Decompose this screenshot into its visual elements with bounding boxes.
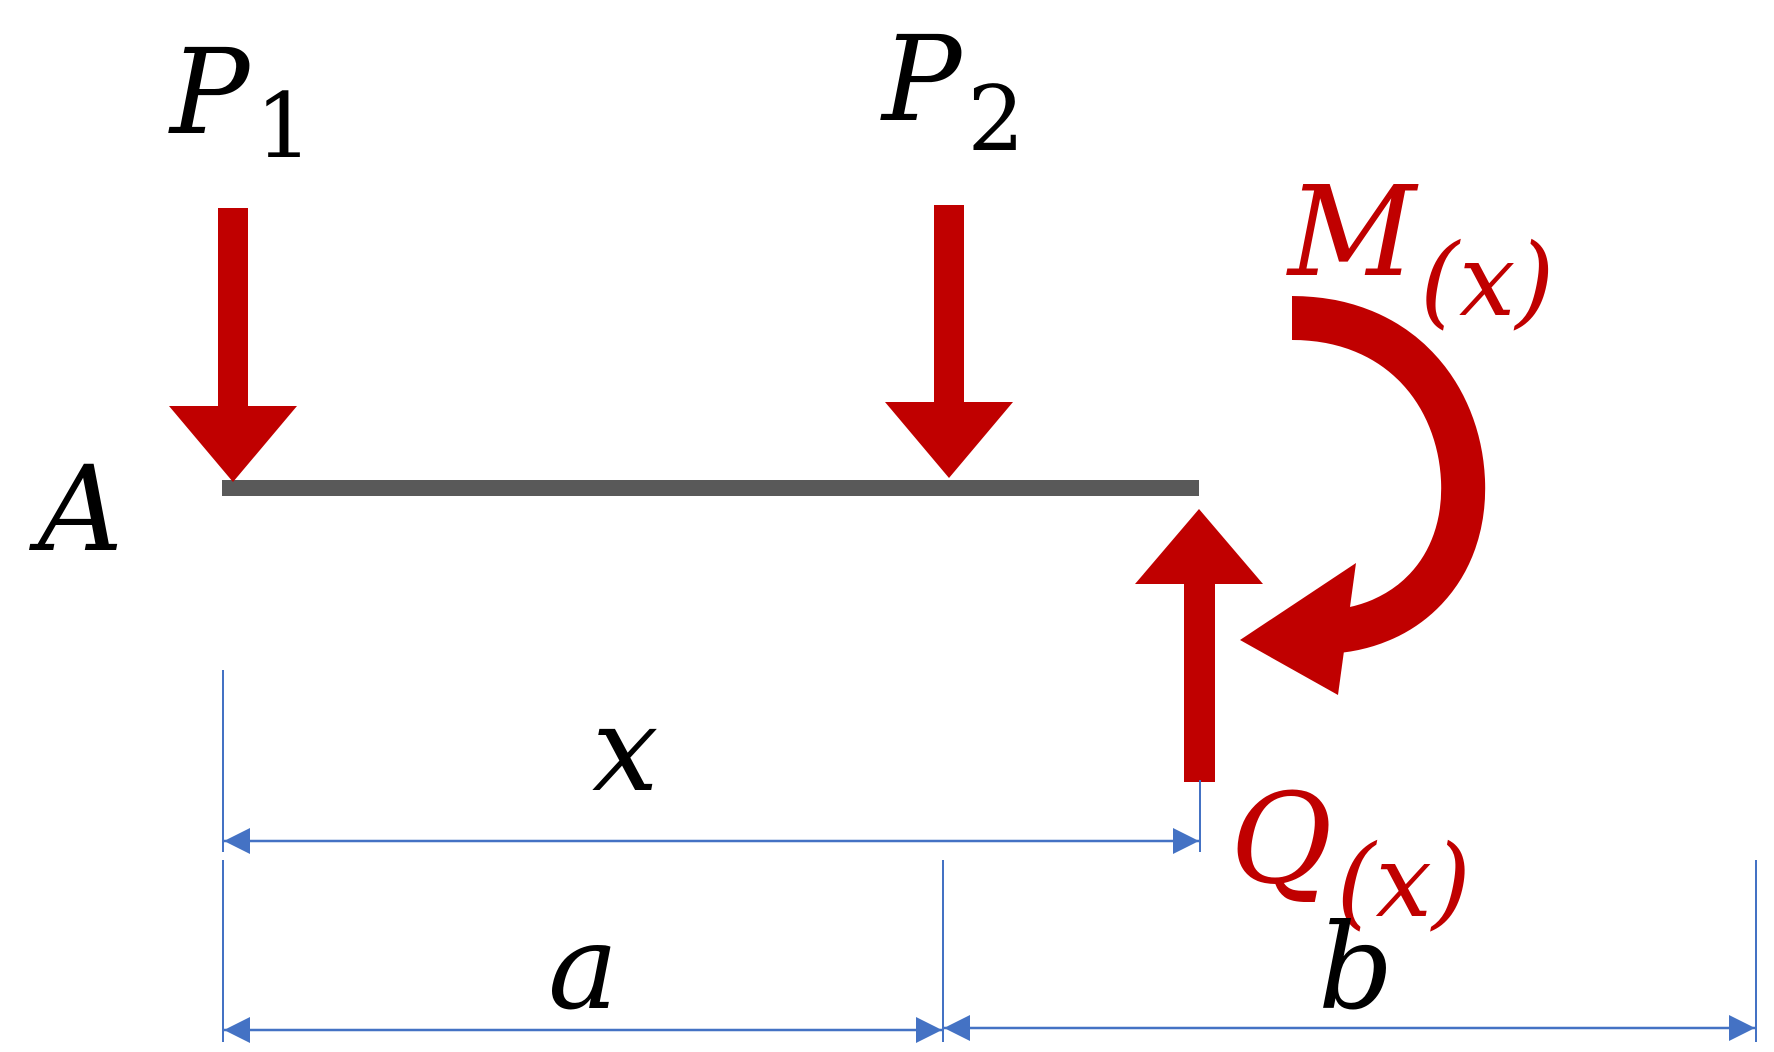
shear-force-label: Q(x) <box>1230 767 1471 940</box>
dimension-b-label: b <box>1318 898 1394 1036</box>
dimension-x-label: x <box>592 680 659 818</box>
shear-force-arrow <box>1135 509 1263 782</box>
extension-lines <box>222 670 1757 1042</box>
bending-moment-label: M(x) <box>1286 160 1554 339</box>
dimension-a-label: a <box>548 898 618 1036</box>
beam <box>222 480 1199 496</box>
bending-moment-arrow <box>1240 296 1486 695</box>
force-p1-arrow <box>169 208 297 482</box>
point-a-label: A <box>29 440 123 578</box>
force-p2-label: P2 <box>880 10 1025 172</box>
force-p2-arrow <box>885 205 1013 478</box>
force-p1-label: P1 <box>168 23 313 179</box>
